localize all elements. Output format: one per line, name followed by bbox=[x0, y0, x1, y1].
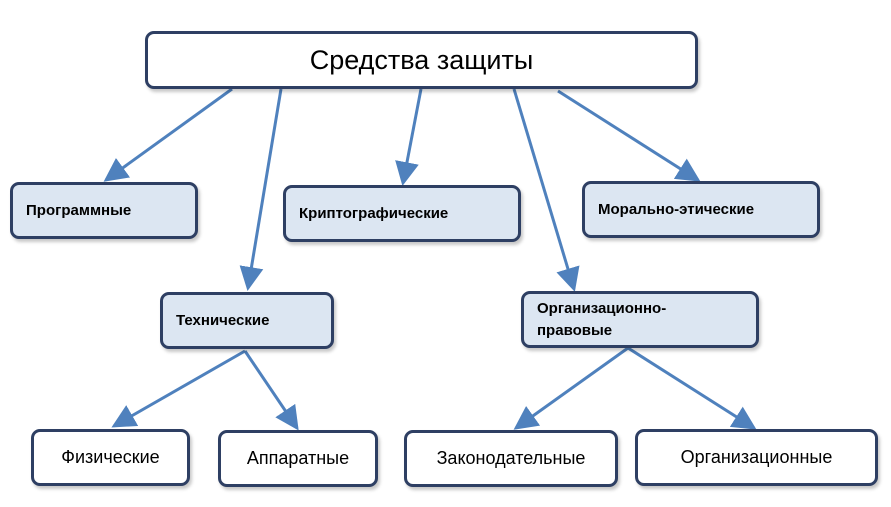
arrow-root-to-tekhnicheskie bbox=[239, 88, 283, 291]
arrow-tekhnicheskie-to-apparatnye bbox=[243, 350, 299, 431]
category-node-programmnye: Программные bbox=[10, 182, 198, 239]
leaf-node-apparatnye: Аппаратные bbox=[218, 430, 378, 487]
category-node-kriptograficheskie: Криптографические bbox=[283, 185, 521, 242]
leaf-label: Аппаратные bbox=[246, 448, 350, 468]
leaf-label: Законодательные bbox=[436, 448, 586, 468]
category-label: Программные bbox=[26, 201, 132, 219]
category-node-tekhnicheskie: Технические bbox=[160, 292, 334, 349]
arrow-root-to-programmnye bbox=[103, 87, 233, 182]
leaf-node-fizicheskie: Физические bbox=[31, 429, 190, 486]
arrow-orgprav-to-organizatsionnye bbox=[627, 346, 757, 430]
category-label: Технические bbox=[176, 311, 270, 329]
root-label: Средства защиты bbox=[309, 44, 534, 75]
category-label: Морально-этические bbox=[598, 200, 755, 218]
root-node: Средства защиты bbox=[145, 31, 698, 89]
leaf-node-organizatsionnye: Организационные bbox=[635, 429, 878, 486]
arrow-tekhnicheskie-to-fizicheskie bbox=[111, 349, 246, 428]
leaf-label: Организационные bbox=[680, 447, 833, 467]
category-node-moralno-eticheskie: Морально-этические bbox=[582, 181, 820, 238]
arrow-root-to-kriptograficheskie bbox=[395, 88, 423, 186]
leaf-label: Физические bbox=[61, 447, 160, 467]
leaf-node-zakonodatelnye: Законодательные bbox=[404, 430, 618, 487]
arrow-orgprav-to-zakonodatelnye bbox=[513, 346, 629, 430]
category-node-organizatsionno-pravovye: Организационно-правовые bbox=[521, 291, 759, 348]
arrow-root-to-organizatsionno-pravovye bbox=[512, 88, 580, 292]
category-label: Организационно-правовые bbox=[537, 299, 667, 339]
category-label: Криптографические bbox=[299, 204, 449, 222]
arrow-root-to-moralno-eticheskie bbox=[557, 89, 701, 182]
